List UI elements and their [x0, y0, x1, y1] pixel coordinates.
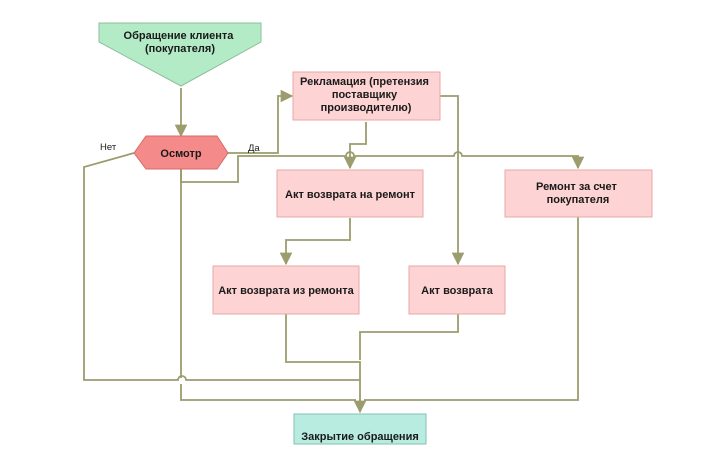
close-label: Закрытие обращения [301, 431, 419, 443]
return-from-repair-act-shape [212, 265, 360, 315]
complaint-shape [292, 71, 441, 121]
edge-yes-to-complaint [228, 89, 294, 154]
repair-customer-label-line-1: Ремонт за счет [536, 181, 618, 193]
edge-repair-act-to-return-from-repair [279, 218, 351, 266]
start-shape [98, 22, 262, 87]
return-from-repair-act-label-line-1: Акт возврата из ремонта [218, 285, 354, 297]
edge-complaint-to-repair-return-act [343, 122, 367, 170]
complaint-label: Рекламация (претензия поставщику произво… [300, 76, 432, 114]
start-label-line-1: Обращение клиента [124, 30, 235, 42]
return-act-label-line-1: Акт возврата [421, 285, 494, 297]
repair-customer-label: Ремонт за счет покупателя [536, 181, 620, 206]
edge-inspection-to-repair-customer [180, 151, 585, 183]
node-repair-customer: Ремонт за счет покупателя [504, 169, 653, 218]
node-repair-return-act: Акт возврата на ремонт [276, 169, 424, 218]
inspection-label: Осмотр [160, 148, 201, 160]
complaint-label-line-3: производителю) [321, 102, 412, 114]
node-close: Закрытие обращения [293, 413, 427, 445]
connectors [83, 88, 585, 414]
node-return-act: Акт возврата [408, 265, 506, 315]
repair-return-act-label: Акт возврата на ремонт [285, 189, 416, 201]
repair-customer-shape [504, 169, 653, 218]
repair-return-act-label-line-1: Акт возврата на ремонт [285, 189, 416, 201]
node-return-from-repair-act: Акт возврата из ремонта [212, 265, 360, 315]
start-label: Обращение клиента (покупателя) [124, 30, 237, 55]
edge-inspection-down-to-close [180, 168, 356, 401]
close-label-line-1: Закрытие обращения [301, 431, 419, 443]
edge-label-no: Нет [100, 142, 117, 153]
node-start: Обращение клиента (покупателя) [98, 22, 262, 87]
return-act-shape [408, 265, 506, 315]
close-shape [293, 413, 427, 445]
edge-label-yes: Да [248, 143, 260, 154]
return-act-label: Акт возврата [421, 285, 494, 297]
complaint-label-line-2: поставщику [332, 89, 398, 101]
complaint-label-line-1: Рекламация (претензия [300, 76, 429, 88]
node-inspection: Осмотр [133, 135, 229, 170]
edge-repair-customer-to-close [364, 217, 579, 401]
edge-return-from-repair-to-close [285, 314, 361, 380]
inspection-label-line-1: Осмотр [160, 148, 201, 160]
node-complaint: Рекламация (претензия поставщику произво… [292, 71, 441, 121]
inspection-shape [133, 135, 229, 170]
repair-return-act-shape [276, 169, 424, 218]
repair-customer-label-line-2: покупателя [547, 194, 610, 206]
edge-complaint-to-return-act [440, 95, 465, 266]
start-label-line-2: (покупателя) [145, 43, 215, 55]
edge-return-act-to-close [359, 314, 459, 360]
return-from-repair-act-label: Акт возврата из ремонта [218, 285, 354, 297]
